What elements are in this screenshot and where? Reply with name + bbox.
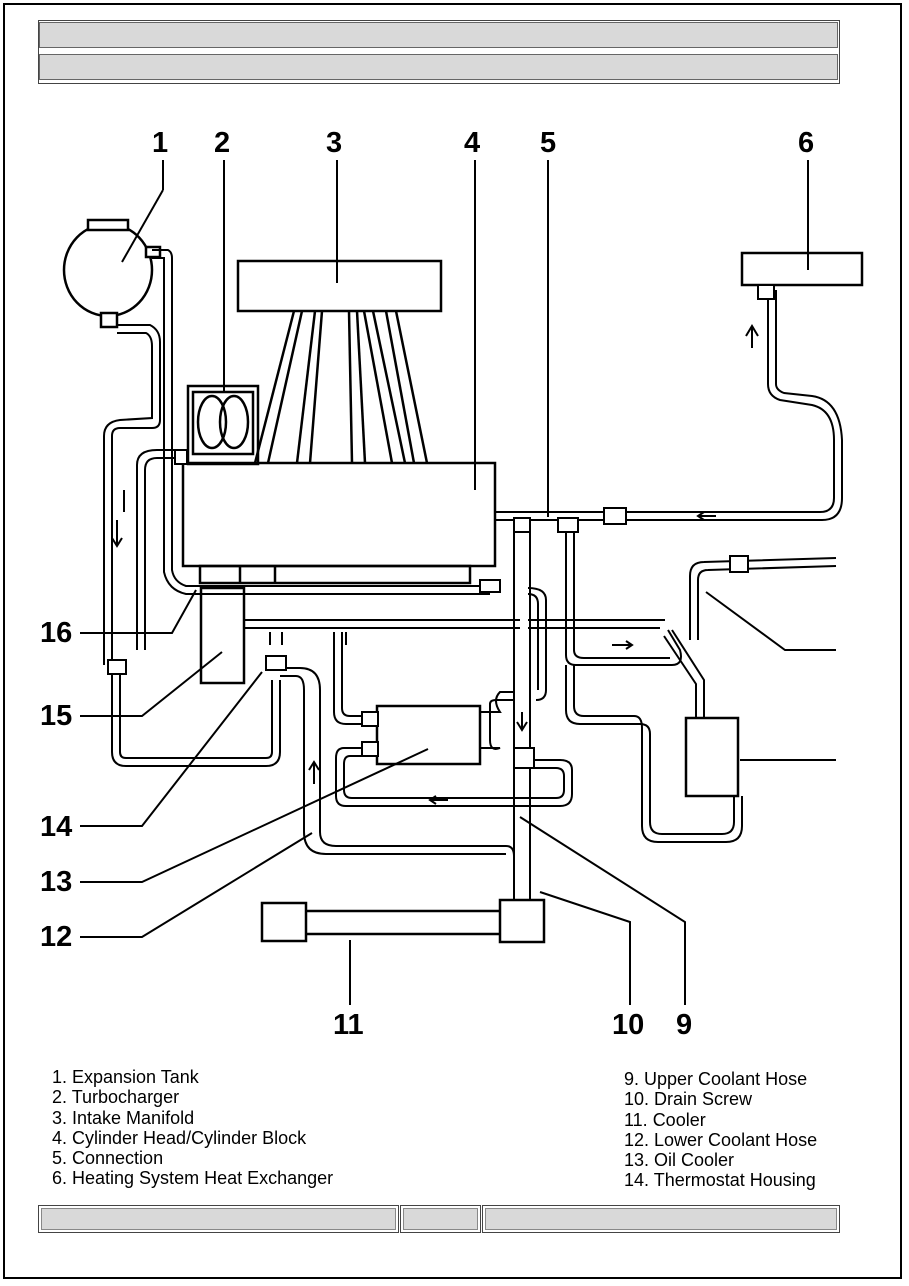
- legend-item: 12. Lower Coolant Hose: [624, 1129, 818, 1150]
- callout-14: 14: [40, 811, 72, 843]
- header-box: [38, 20, 840, 84]
- legend-item: 9. Upper Coolant Hose: [624, 1069, 808, 1089]
- legend-item: 2. Turbocharger: [52, 1087, 180, 1108]
- callout-4: 4: [464, 127, 480, 159]
- callout-13: 13: [40, 866, 72, 898]
- legend-item: 13. Oil Cooler: [624, 1150, 735, 1171]
- callout-3: 3: [326, 127, 342, 159]
- callout-9: 9: [676, 1009, 692, 1041]
- legend-left-column: 1. Expansion Tank 2. Turbocharger 3. Int…: [52, 1067, 333, 1189]
- header-bar-bottom: [39, 54, 838, 80]
- thermostat-block: [199, 586, 246, 685]
- page-border: [3, 3, 902, 1279]
- callout-16: 16: [40, 617, 72, 649]
- callout-11: 11: [333, 1009, 364, 1041]
- intake-manifold: [236, 259, 443, 464]
- flow-arrows: [103, 324, 759, 805]
- callout-12: 12: [40, 921, 72, 953]
- header-bar-top: [39, 22, 838, 48]
- callout-15: 15: [40, 700, 72, 732]
- footer-cell-left: [38, 1205, 399, 1233]
- callout-5: 5: [540, 127, 556, 159]
- legend-item: 14. Thermostat Housing: [624, 1170, 816, 1191]
- footer-cell-middle: [400, 1205, 481, 1233]
- legend-item: 6. Heating System Heat Exchanger: [52, 1168, 334, 1189]
- hose-fittings: [107, 284, 775, 769]
- cooler: [260, 898, 546, 944]
- expansion-tank: [62, 218, 162, 329]
- callout-6: 6: [798, 127, 814, 159]
- legend-item: 5. Connection: [52, 1148, 164, 1169]
- auxiliary-unit: [684, 716, 740, 798]
- leader-lines: [80, 160, 836, 1005]
- callout-2: 2: [214, 127, 230, 159]
- callout-1: 1: [152, 127, 168, 159]
- legend-right-column: 9. Upper Coolant Hose 10. Drain Screw 11…: [624, 1069, 817, 1191]
- legend-item: 4. Cylinder Head/Cylinder Block: [52, 1127, 307, 1148]
- legend-item: 10. Drain Screw: [624, 1089, 753, 1110]
- coolant-hoses: [103, 249, 843, 900]
- legend-item: 11. Cooler: [624, 1109, 706, 1130]
- footer-cell-right: [482, 1205, 840, 1233]
- legend-item: 1. Expansion Tank: [52, 1067, 199, 1087]
- oil-cooler: [375, 704, 482, 766]
- callout-labels: 1 2 3 4 5 6 16 15 14 13 12 11 10 9: [40, 127, 814, 1041]
- callout-10: 10: [612, 1009, 644, 1041]
- legend-item: 3. Intake Manifold: [52, 1107, 195, 1128]
- turbocharger: [186, 384, 260, 466]
- heat-exchanger: [740, 251, 864, 287]
- cylinder-block: [181, 461, 497, 585]
- legend-cutoff-band: [40, 1190, 838, 1204]
